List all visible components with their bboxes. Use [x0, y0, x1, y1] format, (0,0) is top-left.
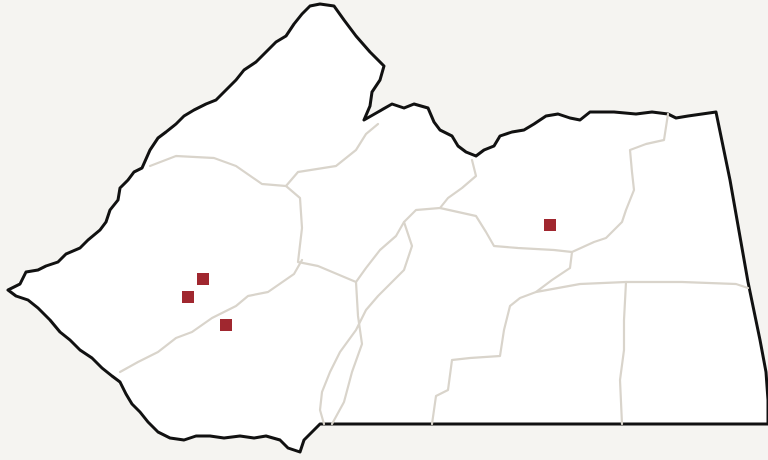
boundary-line	[534, 280, 750, 294]
location-marker[interactable]	[543, 218, 557, 232]
boundary-line	[570, 112, 670, 254]
location-marker[interactable]	[219, 318, 233, 332]
location-marker[interactable]	[181, 290, 195, 304]
marker-layer	[181, 218, 557, 332]
boundary-line	[354, 158, 478, 284]
boundary-line	[318, 220, 414, 426]
boundary-line	[118, 258, 304, 374]
boundary-line	[618, 280, 628, 426]
location-marker[interactable]	[196, 272, 210, 286]
region-outline	[6, 2, 768, 454]
boundary-line	[148, 154, 364, 426]
boundary-line	[284, 122, 380, 188]
